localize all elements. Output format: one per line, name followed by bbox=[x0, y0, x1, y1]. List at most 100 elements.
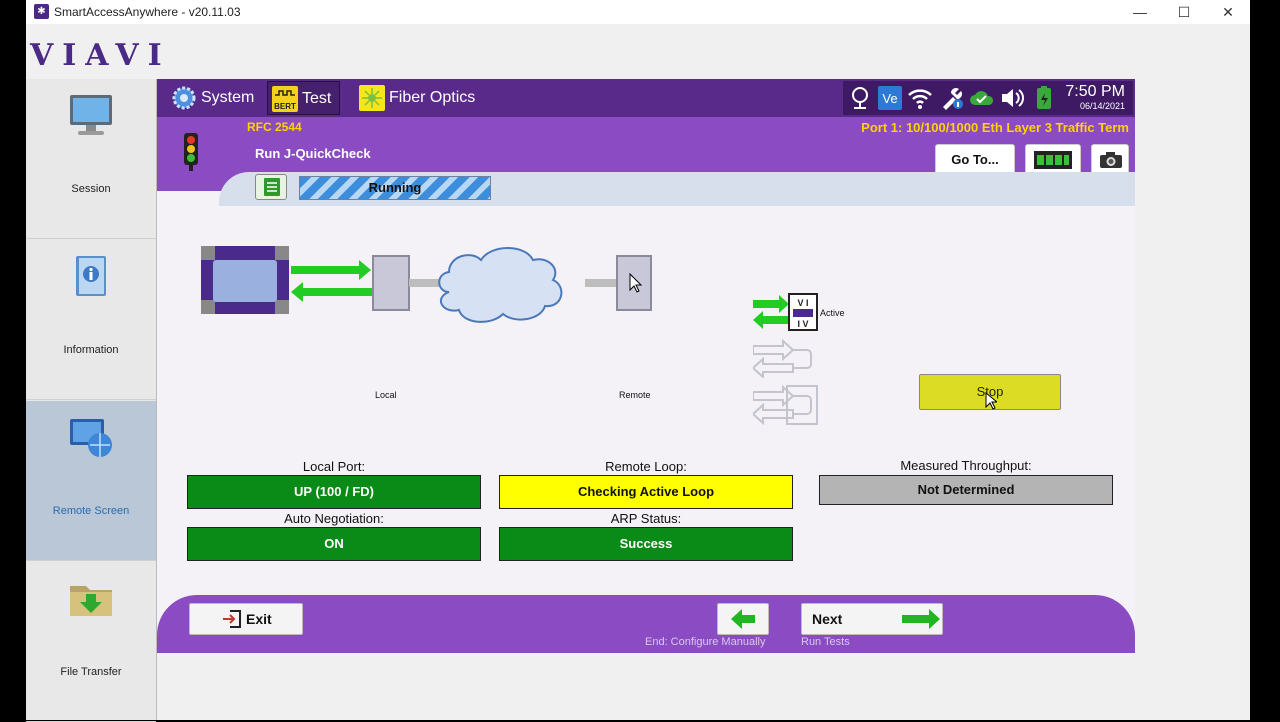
svg-text:I V: I V bbox=[797, 319, 808, 329]
exit-icon bbox=[223, 610, 241, 628]
tab-label: System bbox=[201, 89, 255, 106]
auto-negotiation-label: Auto Negotiation: bbox=[284, 511, 384, 526]
cloud-icon bbox=[438, 247, 563, 323]
local-port-box bbox=[372, 255, 410, 311]
viavi-logo: VIAVI bbox=[30, 38, 171, 73]
bert-badge: BERT bbox=[274, 102, 296, 111]
clock-date: 06/14/2021 bbox=[1079, 101, 1125, 111]
local-port-value: UP (100 / FD) bbox=[187, 475, 481, 509]
status-icons: Ve bbox=[843, 81, 1133, 115]
tools-info-icon[interactable] bbox=[939, 85, 965, 111]
progress-bar: Running bbox=[299, 176, 491, 200]
sidebar-item-remote-screen[interactable]: Remote Screen bbox=[26, 401, 156, 561]
next-arrow-icon bbox=[902, 609, 940, 629]
loop-mode-label: Active bbox=[820, 308, 845, 318]
bottom-action-bar: Exit End: Configure Manually Next Run Te… bbox=[157, 595, 1135, 653]
wifi-icon[interactable] bbox=[907, 85, 933, 111]
local-label: Local bbox=[375, 390, 397, 400]
sidebar-item-label: Remote Screen bbox=[52, 505, 130, 517]
run-status-bar: Running bbox=[219, 172, 1135, 206]
svg-text:Ve: Ve bbox=[882, 91, 897, 106]
sidebar-divider bbox=[156, 79, 157, 720]
brand-bar: VIAVI bbox=[26, 24, 1250, 79]
title-bar: ✱ SmartAccessAnywhere - v20.11.03 — ☐ ✕ bbox=[26, 0, 1250, 24]
sidebar-item-information[interactable]: Information bbox=[26, 240, 156, 400]
tab-test[interactable]: BERT Test bbox=[267, 81, 341, 115]
auto-negotiation-value: ON bbox=[187, 527, 481, 561]
top-nav: System BERT Test Fiber Optics bbox=[157, 79, 1135, 117]
protocol-label: RFC 2544 bbox=[247, 120, 302, 134]
minimize-button[interactable]: — bbox=[1133, 4, 1147, 20]
gear-icon bbox=[172, 86, 196, 110]
sidebar-item-file-transfer[interactable]: File Transfer bbox=[26, 562, 156, 722]
arp-status-label: ARP Status: bbox=[610, 511, 682, 526]
tab-system[interactable]: System bbox=[167, 81, 262, 115]
next-button[interactable]: Next bbox=[801, 603, 943, 635]
next-caption: Run Tests bbox=[801, 636, 850, 648]
clock-time: 7:50 PM bbox=[1065, 83, 1125, 100]
goto-button[interactable]: Go To... bbox=[935, 144, 1015, 176]
tab-label: Test bbox=[302, 90, 332, 107]
sidebar-item-label: Session bbox=[71, 183, 111, 195]
close-button[interactable]: ✕ bbox=[1222, 4, 1234, 20]
ve-icon[interactable]: Ve bbox=[877, 85, 903, 111]
sidebar-item-label: Information bbox=[63, 344, 119, 356]
page-title: Run J-QuickCheck bbox=[255, 146, 371, 161]
tab-fiber-optics[interactable]: Fiber Optics bbox=[355, 81, 483, 115]
link-line bbox=[585, 279, 617, 287]
mouse-cursor-icon bbox=[985, 392, 997, 410]
notes-button[interactable] bbox=[255, 174, 287, 200]
traffic-light-icon bbox=[184, 133, 198, 171]
tab-label: Fiber Optics bbox=[389, 89, 476, 106]
battery-icon[interactable] bbox=[1031, 85, 1057, 111]
camera-icon bbox=[1100, 152, 1122, 168]
link-line bbox=[409, 279, 449, 287]
sidebar-item-label: File Transfer bbox=[60, 666, 122, 678]
info-book-icon bbox=[76, 256, 106, 296]
display-icon bbox=[1034, 151, 1072, 169]
app-window: ✱ SmartAccessAnywhere - v20.11.03 — ☐ ✕ … bbox=[26, 0, 1250, 722]
app-icon: ✱ bbox=[34, 4, 49, 19]
throughput-value: Not Determined bbox=[819, 475, 1113, 505]
local-port-label: Local Port: bbox=[302, 459, 366, 474]
monitor-icon bbox=[70, 95, 112, 135]
display-toggle-button[interactable] bbox=[1025, 144, 1081, 176]
gps-icon[interactable] bbox=[847, 85, 873, 111]
traffic-arrows bbox=[291, 260, 373, 302]
back-button[interactable] bbox=[717, 603, 769, 635]
screenshot-button[interactable] bbox=[1091, 144, 1129, 176]
speaker-icon[interactable] bbox=[999, 85, 1025, 111]
cloud-check-icon[interactable] bbox=[969, 85, 995, 111]
permanent-loop-icon[interactable] bbox=[753, 384, 819, 426]
sidebar-item-session[interactable]: Session bbox=[26, 79, 156, 239]
sidebar: Session Information Remote Screen bbox=[26, 79, 156, 722]
active-loop-icon: V I I V bbox=[753, 293, 818, 331]
window-title: SmartAccessAnywhere - v20.11.03 bbox=[54, 5, 241, 19]
network-diagram bbox=[201, 246, 652, 323]
folder-download-icon bbox=[70, 586, 112, 616]
remote-label: Remote bbox=[619, 390, 651, 400]
exit-label: Exit bbox=[246, 611, 272, 627]
maximize-button[interactable]: ☐ bbox=[1177, 4, 1191, 20]
remote-screen-icon bbox=[70, 419, 112, 457]
remote-loop-value: Checking Active Loop bbox=[499, 475, 793, 509]
bert-icon: BERT bbox=[272, 86, 298, 112]
back-arrow-icon bbox=[731, 609, 755, 629]
port-info: Port 1: 10/100/1000 Eth Layer 3 Traffic … bbox=[861, 120, 1129, 135]
arp-status-value: Success bbox=[499, 527, 793, 561]
back-caption: End: Configure Manually bbox=[645, 636, 766, 648]
loop-mode-active[interactable]: V I I V Active bbox=[753, 292, 873, 332]
exit-button[interactable]: Exit bbox=[189, 603, 303, 635]
remote-loop-label: Remote Loop: bbox=[605, 459, 687, 474]
mouse-cursor-icon bbox=[629, 272, 643, 293]
test-instrument-icon bbox=[201, 246, 289, 314]
fiber-optics-icon bbox=[359, 85, 385, 111]
main-panel: Local Remote V I I V Active bbox=[157, 206, 1135, 595]
notes-icon bbox=[264, 178, 280, 196]
svg-text:V I: V I bbox=[797, 298, 808, 308]
physical-loop-icon[interactable] bbox=[753, 338, 819, 378]
throughput-label: Measured Throughput: bbox=[900, 458, 1032, 473]
remote-device-screen: System BERT Test Fiber Optics bbox=[157, 79, 1135, 653]
clock: 7:50 PM 06/14/2021 bbox=[1065, 83, 1125, 111]
next-label: Next bbox=[812, 611, 843, 627]
